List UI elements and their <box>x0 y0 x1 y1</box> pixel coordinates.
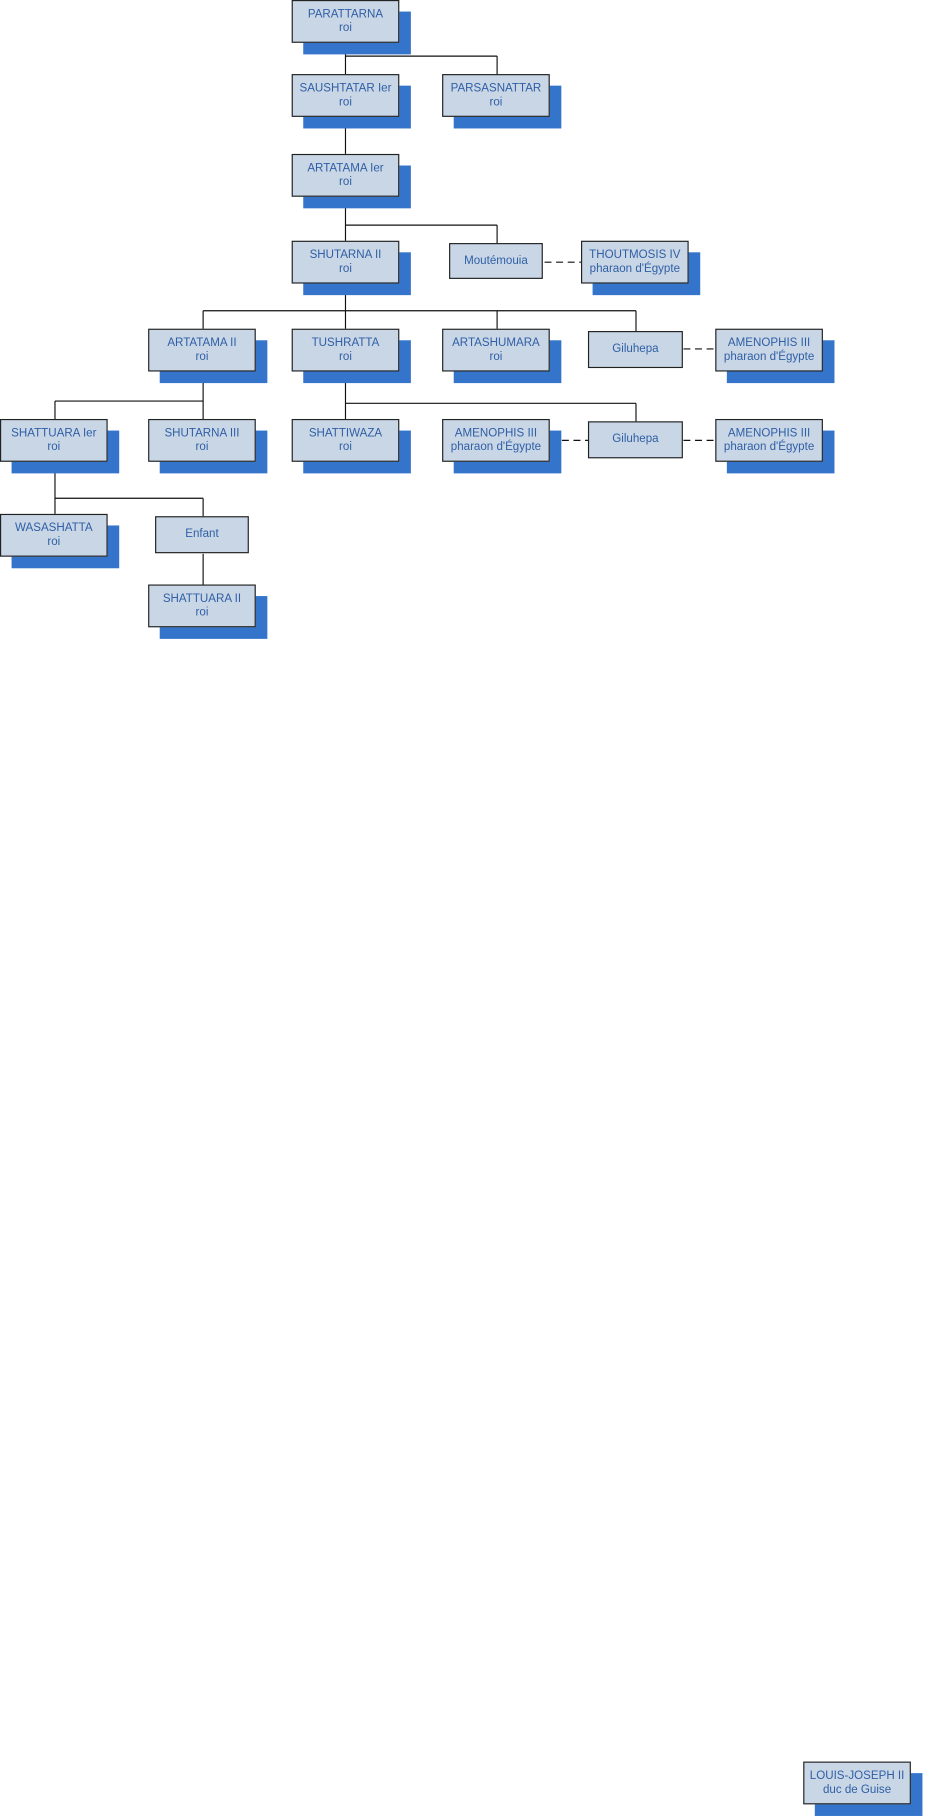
person-name: SHATTIWAZA <box>308 426 383 440</box>
person-name: ARTATAMA Ier <box>307 161 384 175</box>
person-name: PARSASNATTAR <box>450 81 542 95</box>
person-node[interactable]: Giluhepa <box>587 421 683 459</box>
person-title: pharaon d'Égypte <box>723 440 815 454</box>
person-name: TUSHRATTA <box>311 336 380 349</box>
person-name: ARTATAMA II <box>167 336 237 349</box>
person-title: roi <box>47 535 61 549</box>
person-name: WASASHATTA <box>15 521 93 535</box>
person-title: roi <box>339 95 352 109</box>
person-title: pharaon d'Égypte <box>589 262 681 275</box>
person-node[interactable]: Moutémouia <box>449 243 543 279</box>
person-name: SHATTUARA II <box>162 592 242 605</box>
person-title: roi <box>339 21 352 35</box>
person-name: SHUTARNA III <box>164 426 240 440</box>
person-title: duc de Guise <box>822 1782 892 1796</box>
person-title: roi <box>489 95 503 109</box>
person-node[interactable]: Giluhepa <box>587 331 683 369</box>
person-name: AMENOPHIS III <box>727 336 811 349</box>
person-title: roi <box>339 175 352 189</box>
person-title: roi <box>489 350 503 363</box>
person-name: THOUTMOSIS IV <box>589 248 681 261</box>
person-title: roi <box>195 350 209 363</box>
person-name: PARATTARNA <box>307 7 384 21</box>
person-name: Giluhepa <box>612 342 659 356</box>
person-name: Enfant <box>185 527 219 541</box>
person-name: Giluhepa <box>612 432 659 446</box>
person-name: Moutémouia <box>464 254 528 267</box>
person-title: pharaon d'Égypte <box>450 440 542 454</box>
person-title: roi <box>47 440 61 454</box>
person-name: AMENOPHIS III <box>454 426 538 440</box>
person-name: AMENOPHIS III <box>727 426 811 440</box>
person-title: roi <box>339 350 352 363</box>
person-name: SHUTARNA II <box>309 248 382 261</box>
person-node[interactable]: Enfant <box>155 516 249 554</box>
person-title: roi <box>195 440 209 454</box>
person-title: pharaon d'Égypte <box>723 350 815 363</box>
person-name: ARTASHUMARA <box>452 336 540 349</box>
person-name: LOUIS-JOSEPH II <box>809 1769 905 1782</box>
person-title: roi <box>195 605 209 619</box>
person-name: SAUSHTATAR Ier <box>299 81 392 95</box>
person-title: roi <box>339 440 352 454</box>
person-name: SHATTUARA Ier <box>11 426 97 440</box>
person-title: roi <box>339 262 352 275</box>
